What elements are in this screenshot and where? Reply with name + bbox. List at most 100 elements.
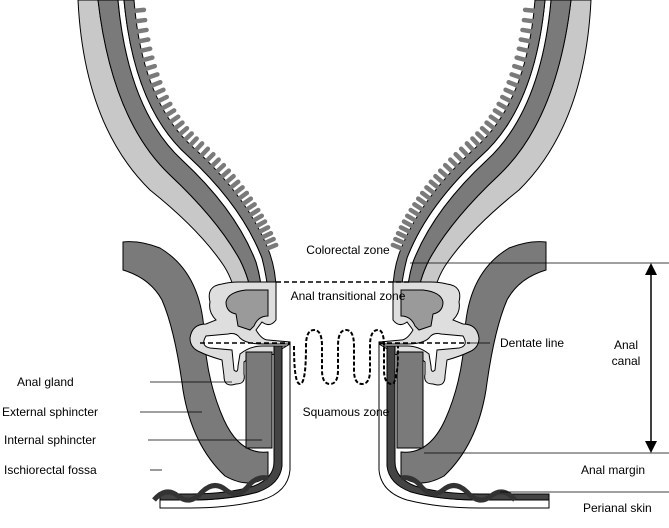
anal-epithelium-right — [386, 345, 550, 501]
mucosal-crypt-tooth — [139, 46, 153, 53]
mucosal-crypt-tooth — [506, 79, 520, 88]
mucosal-crypt-tooth — [433, 173, 445, 185]
right-wall — [378, 0, 592, 509]
anal-gland-crypt-right — [400, 289, 444, 331]
mucosal-crypt-tooth — [521, 17, 536, 24]
mucosal-crypt-tooth — [509, 72, 523, 80]
mucosal-crypt-tooth — [520, 27, 534, 34]
internal-sphincter-right — [396, 351, 424, 449]
mucosal-crypt-tooth — [514, 55, 528, 63]
anal-gland-crypt-left — [225, 289, 269, 331]
mucosal-crypt-tooth — [260, 230, 274, 240]
external-sphincter-right — [400, 241, 547, 484]
mucosal-crypt-tooth — [415, 196, 428, 206]
mucosal-crypt-tooth — [442, 162, 455, 174]
mucosal-crypt-tooth — [168, 114, 181, 125]
mucosal-crypt-tooth — [149, 79, 163, 88]
mucosal-crypt-tooth — [248, 207, 261, 218]
mucosal-crypt-tooth — [393, 236, 406, 245]
mucosal-crypt-tooth — [404, 213, 418, 223]
mucosal-crypts-right — [390, 7, 537, 251]
mucosal-crypt-tooth — [241, 196, 254, 206]
mucosal-crypt-tooth — [233, 185, 245, 196]
mucosal-crypt-tooth — [516, 46, 530, 53]
mucosal-crypt-tooth — [132, 7, 147, 14]
mucosal-crypt-tooth — [146, 72, 160, 80]
mucosal-crypt-tooth — [143, 63, 158, 72]
mucosal-crypt-tooth — [164, 108, 177, 118]
label-colorectal-zone: Colorectal zone — [306, 243, 390, 257]
mucosal-crypt-tooth — [398, 225, 412, 234]
mucosal-crypt-tooth — [401, 219, 415, 229]
mucosal-crypt-tooth — [237, 190, 250, 201]
mucosal-crypt-tooth — [395, 230, 409, 240]
mucosal-crypt-tooth — [263, 236, 276, 245]
label-squamous-zone: Squamous zone — [303, 405, 390, 419]
mucosal-crypt-tooth — [464, 141, 476, 153]
internal-sphincter-left — [245, 351, 273, 449]
mucosal-crypt-tooth — [160, 101, 173, 111]
label-anal-canal-line2: canal — [612, 354, 641, 368]
mucosal-crypt-tooth — [244, 202, 257, 212]
mucosal-crypt-tooth — [488, 114, 501, 125]
mucosal-crypt-tooth — [265, 242, 279, 251]
mucosal-crypt-tooth — [177, 125, 190, 137]
mucosal-crypt-tooth — [173, 120, 185, 131]
mucosal-crypt-tooth — [251, 213, 265, 223]
mucosal-crypt-tooth — [458, 146, 470, 158]
mucosal-crypt-tooth — [199, 146, 211, 158]
left-wall — [77, 0, 291, 509]
label-anal-margin: Anal margin — [581, 463, 645, 477]
mucosal-crypt-tooth — [408, 207, 421, 218]
mucosal-crypt-tooth — [437, 168, 450, 179]
mucosal-crypt-tooth — [448, 157, 460, 169]
mucosal-crypt-tooth — [470, 136, 481, 148]
mucosal-crypt-tooth — [496, 101, 509, 111]
external-sphincter-left — [122, 241, 269, 484]
label-anal-transitional-zone: Anal transitional zone — [291, 289, 406, 303]
squamous-zone-folds — [293, 328, 399, 386]
perianal-skin-wave-left — [152, 475, 269, 503]
label-ischiorectal-fossa: Ischiorectal fossa — [4, 463, 97, 477]
mucosal-crypt-tooth — [135, 27, 149, 34]
perianal-skin-wave-right — [400, 475, 517, 503]
mucosal-crypt-tooth — [182, 131, 194, 142]
mucosal-crypt-tooth — [503, 87, 517, 96]
mucosal-crypt-tooth — [137, 37, 151, 44]
mucosal-crypt-tooth — [188, 136, 199, 148]
anal-canal-arrow — [645, 263, 657, 453]
mucosal-crypts-left — [132, 7, 279, 251]
mucosal-crypt-tooth — [156, 94, 170, 104]
mucosal-crypt-tooth — [228, 179, 241, 190]
mucosal-crypt-tooth — [475, 131, 487, 142]
mucosal-crypt-tooth — [479, 125, 492, 137]
label-internal-sphincter: Internal sphincter — [4, 433, 96, 447]
mucosal-crypt-tooth — [492, 108, 505, 118]
mucosal-crypt-tooth — [209, 157, 221, 169]
label-anal-gland: Anal gland — [17, 375, 74, 389]
anal-epithelium-left — [159, 345, 283, 501]
label-perianal-skin: Perianal skin — [583, 501, 652, 515]
mucosal-crypt-tooth — [453, 151, 465, 163]
mucosal-crypt-tooth — [254, 219, 268, 229]
mucosal-crypt-tooth — [522, 7, 537, 14]
mucosal-crypt-tooth — [390, 242, 404, 251]
mucosal-crypt-tooth — [511, 63, 526, 72]
mucosal-crypt-tooth — [141, 55, 155, 63]
mucosal-crypt-tooth — [484, 120, 496, 131]
mucosal-crypt-tooth — [219, 168, 232, 179]
mucosal-crypt-tooth — [518, 37, 532, 44]
mucosal-crypt-tooth — [499, 94, 513, 104]
mucosal-crypt-tooth — [412, 202, 425, 212]
label-external-sphincter: External sphincter — [2, 405, 98, 419]
mucosal-crypt-tooth — [419, 190, 432, 201]
mucosal-crypt-tooth — [424, 185, 436, 196]
mucosal-crypt-tooth — [214, 162, 227, 174]
label-dentate-line: Dentate line — [500, 336, 564, 350]
mucosal-crypt-tooth — [224, 173, 236, 185]
mucosal-crypt-tooth — [428, 179, 441, 190]
mucosal-crypt-tooth — [133, 17, 148, 24]
mucosal-crypt-tooth — [257, 225, 271, 234]
mucosal-crypt-tooth — [193, 141, 205, 153]
mucosal-crypt-tooth — [204, 151, 216, 163]
